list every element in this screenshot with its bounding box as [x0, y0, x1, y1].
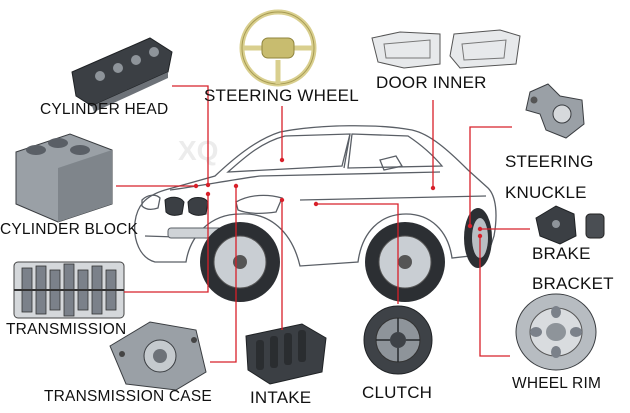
- steering-wheel-icon: [239, 9, 317, 87]
- bracket-label: BRACKET: [532, 274, 614, 293]
- wheel-rim-label: WHEEL RIM: [512, 375, 602, 392]
- steering-label: STEERING: [505, 152, 594, 171]
- cylinder-block-label: CYLINDER BLOCK: [0, 221, 139, 238]
- wheel-rim-icon: [515, 293, 597, 371]
- cylinder-block-icon: [15, 133, 113, 223]
- steering-knuckle-icon: [525, 83, 585, 139]
- leader-lines: [116, 85, 530, 363]
- cylinder-head-label: CYLINDER HEAD: [40, 101, 169, 118]
- clutch-label: CLUTCH: [362, 383, 433, 402]
- transmission-icon: [13, 261, 125, 319]
- door-inner-label: DOOR INNER: [376, 73, 487, 92]
- transmission-label: TRANSMISSION: [6, 321, 127, 338]
- knuckle-label: KNUCKLE: [505, 183, 587, 202]
- transmission-case-label: TRANSMISSION CASE: [44, 388, 212, 405]
- car: [134, 125, 497, 302]
- cylinder-head-icon: [71, 37, 173, 112]
- steering-wheel-label: STEERING WHEEL: [204, 86, 359, 105]
- intake-label: INTAKE: [250, 388, 312, 407]
- brake-label: BRAKE: [532, 244, 591, 263]
- transmission-case-icon: [109, 321, 207, 391]
- door-inner-icon: [371, 29, 521, 69]
- intake-icon: [245, 323, 327, 385]
- clutch-icon: [363, 305, 433, 375]
- watermark: XQ: [178, 135, 218, 166]
- brake-bracket-icon: [535, 205, 605, 245]
